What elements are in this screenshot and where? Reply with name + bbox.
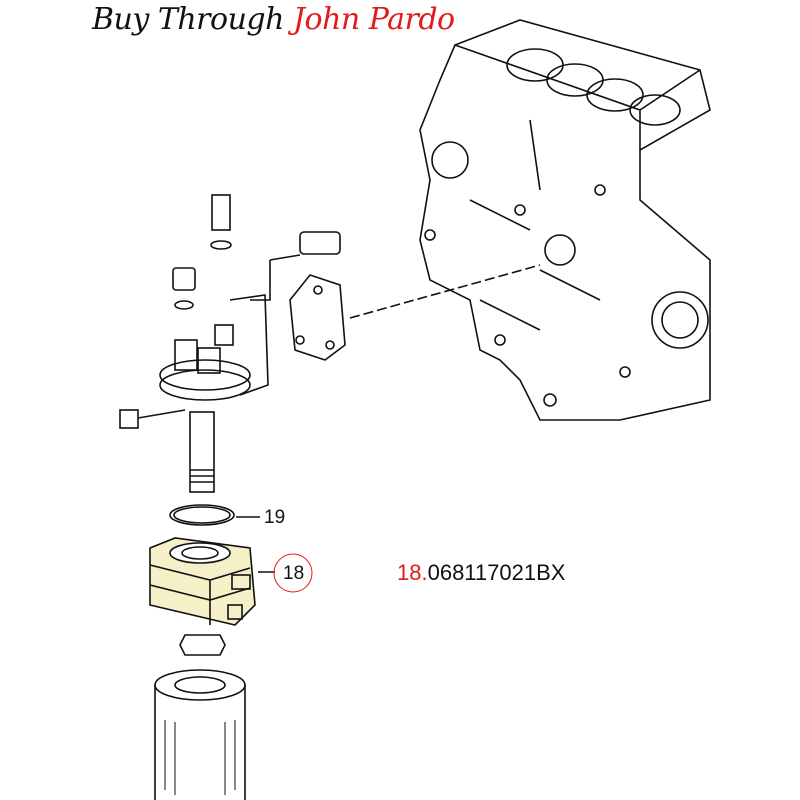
plug-bolt [250, 231, 341, 301]
part-code: 068117021BX [427, 560, 566, 585]
oil-filter [154, 669, 246, 800]
callout-highlight-circle [273, 553, 313, 593]
oil-filter-housing [159, 294, 269, 401]
alignment-line [349, 264, 541, 319]
header-title: Buy Through John Pardo [92, 2, 455, 37]
threaded-pipe [189, 411, 215, 493]
callout-18: 18 [283, 563, 305, 584]
header-prefix: Buy Through [92, 2, 284, 37]
sender-switch [210, 194, 232, 250]
callout-19: 19 [264, 507, 286, 528]
nut [179, 634, 226, 656]
part-index: 18. [397, 560, 428, 585]
o-ring [169, 504, 260, 526]
engine-block [419, 19, 711, 421]
drain-bolt [172, 267, 196, 310]
bolt [119, 409, 186, 429]
seller-name: John Pardo [292, 2, 455, 37]
gasket [289, 274, 346, 361]
oil-cooler [149, 537, 275, 626]
part-number-label: 18.068117021BX [397, 560, 565, 586]
